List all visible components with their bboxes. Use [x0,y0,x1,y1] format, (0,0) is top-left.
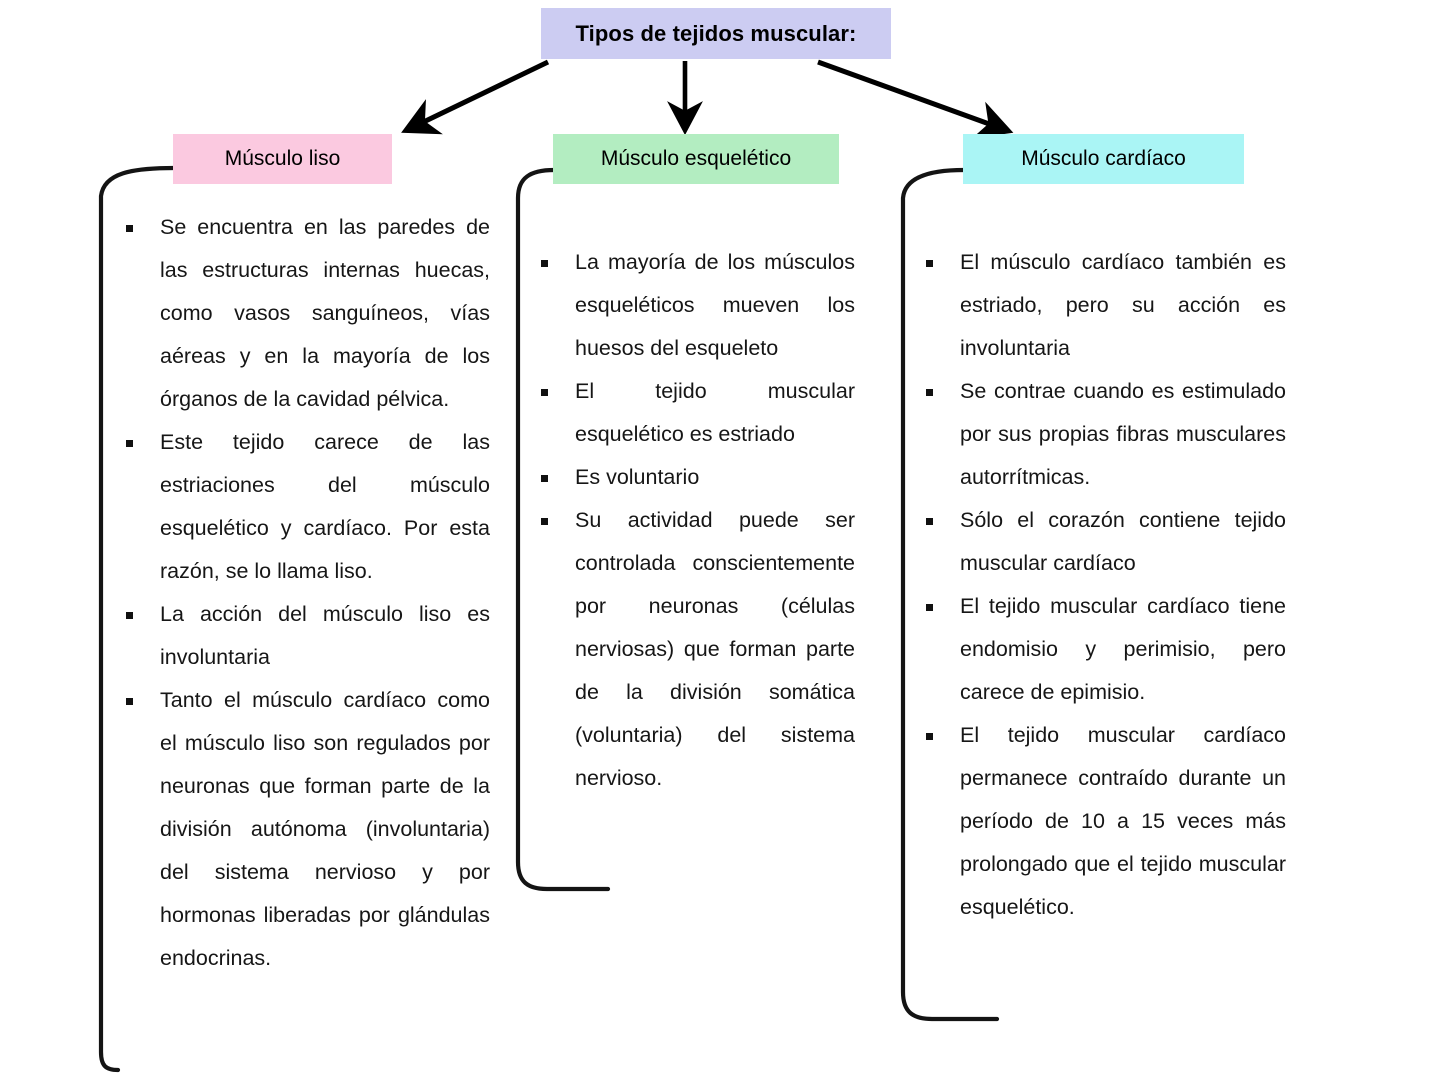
list-item: La acción del músculo liso es involuntar… [118,593,490,679]
header-label-musculo-esqueletico: Músculo esquelético [600,147,792,170]
diagram-title-label: Tipos de tejidos muscular: [575,20,857,46]
list-item: Es voluntario [533,456,855,499]
bullet-text: Se contrae cuando es estimulado por sus … [960,379,1286,489]
header-box-musculo-esqueletico: Músculo esquelético [553,134,839,184]
bullet-column-musculo-esqueletico: La mayoría de los músculos esqueléticos … [533,241,855,800]
header-box-musculo-liso: Músculo liso [173,134,392,184]
list-item: El músculo cardíaco también es estriado,… [918,241,1286,370]
header-box-musculo-cardiaco: Músculo cardíaco [963,134,1244,184]
arrow-to-musculo-cardiaco [817,59,1014,139]
bullet-text: El tejido muscular esquelético es estria… [575,379,855,446]
bullet-text: Sólo el corazón contiene tejido muscular… [960,508,1286,575]
bullet-text: La acción del músculo liso es involuntar… [160,602,490,669]
bullet-text: Este tejido carece de las estriaciones d… [160,430,490,583]
list-item: El tejido muscular cardíaco permanece co… [918,714,1286,929]
arrow-to-musculo-liso [401,59,550,135]
bullet-list-musculo-cardiaco: El músculo cardíaco también es estriado,… [918,241,1286,929]
list-item: Sólo el corazón contiene tejido muscular… [918,499,1286,585]
list-item: Tanto el músculo cardíaco como el múscul… [118,679,490,980]
list-item: El tejido muscular cardíaco tiene endomi… [918,585,1286,714]
bullet-text: El músculo cardíaco también es estriado,… [960,250,1286,360]
bullet-text: Es voluntario [575,465,700,489]
bullet-text: Su actividad puede ser controlada consci… [575,508,855,790]
list-item: Se contrae cuando es estimulado por sus … [918,370,1286,499]
bullet-text: El tejido muscular cardíaco tiene endomi… [960,594,1286,704]
bullet-column-musculo-liso: Se encuentra en las paredes de las estru… [118,206,490,980]
header-label-musculo-liso: Músculo liso [224,147,341,170]
list-item: Se encuentra en las paredes de las estru… [118,206,490,421]
list-item: Este tejido carece de las estriaciones d… [118,421,490,593]
bullet-text: La mayoría de los músculos esqueléticos … [575,250,855,360]
bullet-column-musculo-cardiaco: El músculo cardíaco también es estriado,… [918,241,1286,929]
bullet-list-musculo-esqueletico: La mayoría de los músculos esqueléticos … [533,241,855,800]
diagram-title-box: Tipos de tejidos muscular: [541,8,891,59]
bullet-text: Se encuentra en las paredes de las estru… [160,215,490,411]
bullet-text: El tejido muscular cardíaco permanece co… [960,723,1286,919]
list-item: La mayoría de los músculos esqueléticos … [533,241,855,370]
header-label-musculo-cardiaco: Músculo cardíaco [1021,147,1186,170]
list-item: El tejido muscular esquelético es estria… [533,370,855,456]
list-item: Su actividad puede ser controlada consci… [533,499,855,800]
bullet-text: Tanto el músculo cardíaco como el múscul… [160,688,490,970]
bullet-list-musculo-liso: Se encuentra en las paredes de las estru… [118,206,490,980]
